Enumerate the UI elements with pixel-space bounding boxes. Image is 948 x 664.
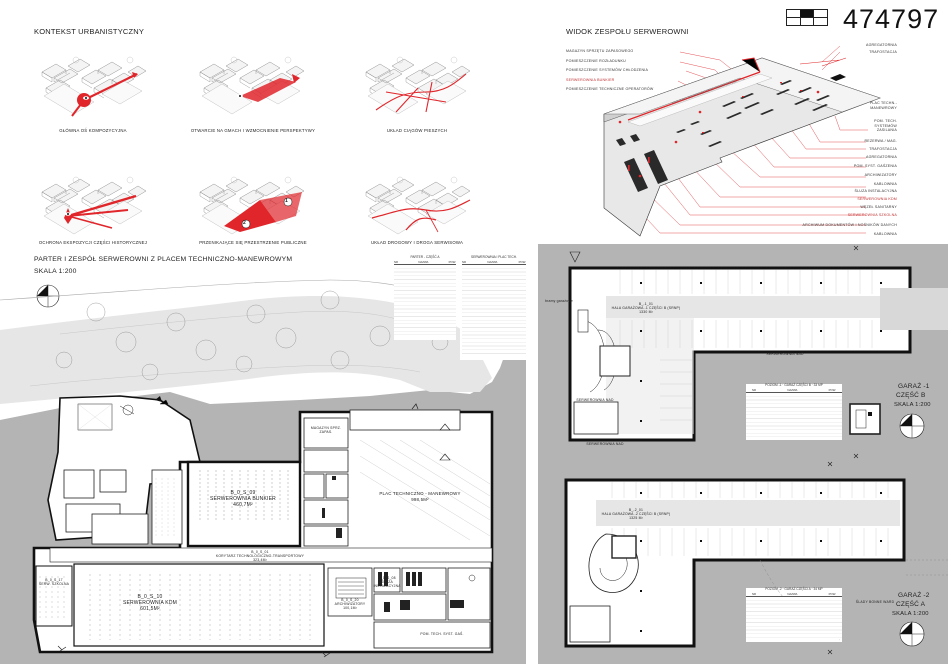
axon-label-transformer-2: TRAFOSTACJA (869, 147, 897, 151)
room-corridor-name: KORYTARZ TECHNOLOGICZNO-TRANSPORTOWY (215, 554, 305, 558)
garage1-table-title: POZIOM -1 · GARAŻ CZĘŚCI B · 33 MP (765, 383, 823, 387)
caption-pedestrian: UKŁAD CIĄGÓW PIESZYCH (386, 128, 448, 133)
room-sluice-name: ŚLUZA INSTALACYJNA (373, 580, 401, 589)
garage2-hall-area: 1325 m² (629, 516, 643, 520)
axon-label-aggregator-1: AGREGATORNIA (865, 43, 897, 47)
caption-opening: OTWARCIE NA GMACH I WZMOCNIENIE PERSPEKT… (190, 128, 316, 133)
marker-2: 2 (243, 220, 246, 226)
garage1-scale: SKALA 1:200 (894, 402, 931, 408)
garage2-part: CZĘŚĆ A (896, 601, 926, 608)
garage1-side-label: bramy garażowe (545, 299, 573, 303)
table-b-col-name: NAZWA (487, 259, 498, 264)
garage2-hall-name: HALA GARAŻOWA -2 CZĘŚCI B (SRNP) (601, 512, 671, 516)
axon-label-kdm: SERWEROWNIA KDM (857, 197, 897, 201)
garage1-table-rows (746, 393, 842, 438)
axon-label-spare-store: MAGAZYN SPRZĘTU ZAPASOWEGO (566, 49, 634, 53)
room-plac-name: PLAC TECHNICZNO - MANEWROWY (379, 491, 461, 496)
axon-label-school: SERWEROWNIA SZKOLNA (847, 213, 897, 217)
axon-label-extinguishing: POM. SYST. GAŚZENIA (853, 164, 897, 168)
garage2-hall-id: B_-2_01 (628, 508, 644, 512)
garage1-label-server-above-1: SERWEROWNIA NAD (766, 352, 804, 356)
garage1-hall-area: 1330 m² (639, 310, 653, 314)
axon-label-cooling: POMIESZCZENIE SYSTEMÓW CHŁODZENIA (566, 68, 649, 72)
room-corridor-id: B_0_S_01 (251, 550, 269, 554)
table-a-col-name: NAZWA (418, 259, 429, 264)
ground-plan-scale: SKALA 1:200 (34, 268, 77, 275)
garage2-table-col-area: POW. (828, 591, 836, 596)
caption-public-spaces: PRZENIKAJĄCE SIĘ PRZESTRZENIE PUBLICZNE (199, 240, 307, 245)
room-plac-area: 998,5m² (411, 497, 429, 502)
axon-title: WIDOK ZESPOŁU SERWEROWNI (566, 27, 689, 36)
garage1-table-col-area: POW. (828, 387, 836, 392)
caption-road: UKŁAD DROGOWY I DROGA SERWISOWA (370, 240, 464, 245)
room-spare-store-name: MAGAZYN SPRZ. ZAPAS. (310, 426, 342, 435)
garage2-side-label: ŚLADY BONNE WARD (855, 600, 895, 604)
table-part-b: SERWEROWNIA I PLAC TECH. NR NAZWA POW. (462, 255, 526, 358)
room-bunker-id: B_0_S_09 (230, 490, 256, 496)
table-a-col-area: POW. (448, 259, 456, 264)
axon-label-sluice: ŚLUZA INSTALACYJNA (854, 189, 897, 193)
marker-1: 1 (285, 198, 288, 204)
room-archivers-area: 100,1m² (343, 606, 357, 610)
caption-main-axis: GŁÓWNA OŚ KOMPOZYCYJNA (59, 128, 127, 133)
axon-label-cables-2: KABLOWNIA (873, 232, 897, 236)
table-a-rows (394, 265, 456, 336)
room-kdm-id: B_0_S_10 (137, 594, 163, 600)
axon-label-plac: PLAC TECHN.-MANEWROWY (869, 101, 897, 110)
room-corridor-area: 323,4m² (253, 558, 267, 562)
axon-label-transformer-1: TRAFOSTACJA (869, 50, 897, 54)
room-kdm-name: SERWEROWNIA KDM (122, 600, 178, 606)
table-b-col-nr: NR (462, 259, 467, 264)
garage2-title: GARAŻ -2 (898, 592, 930, 599)
garage2-table-rows (746, 597, 842, 640)
garage1-table-col-nr: NR (752, 387, 757, 392)
caption-historic: OCHRONA EKSPOZYCJI CZĘŚCI HISTORYCZNEJ (38, 240, 148, 245)
garage2-table: POZIOM -2 · GARAŻ CZĘŚCI A · 34 MP NR NA… (746, 587, 842, 640)
garage2-scale: SKALA 1:200 (892, 611, 929, 617)
axon-label-aggregator-2: AGREGATORNIA (865, 155, 897, 159)
room-bunker-name: SERWEROWNIA BUNKIER (210, 496, 276, 502)
room-school-id: B_0_S_17 (45, 578, 63, 582)
context-title: KONTEKST URBANISTYCZNY (34, 27, 145, 36)
ground-plan-title: PARTER i ZESPÓŁ SERWEROWNI Z PLACEM TECH… (34, 256, 293, 263)
axon-label-unloading: POMIESZCZENIE ROZŁADUNKU (566, 59, 626, 63)
garage2-table-col-name: NAZWA (787, 591, 798, 596)
garage2-table-col-nr: NR (752, 591, 757, 596)
garage1-part: CZĘŚĆ B (896, 392, 926, 399)
garage1-label-server-above-2: SERWEROWNIA NAD (576, 398, 614, 402)
garage1-title: GARAŻ -1 (898, 383, 930, 390)
axon-label-power: POM. TECH. SYSTEMÓW ZASILANIA (874, 119, 897, 133)
room-archivers-id: B_0_S_20 (341, 598, 359, 602)
garage1-table: POZIOM -1 · GARAŻ CZĘŚCI B · 33 MP NR NA… (746, 383, 842, 438)
room-archivers-name: ARCHIWIZATORY (334, 602, 366, 606)
entry-code: 474797 (843, 4, 940, 34)
room-school-name: SERW. SZKOLNA (38, 582, 70, 586)
axon-label-archive: ARCHIWUM DOKUMENTÓW I NOŚNIKÓW DANYCH (802, 223, 897, 227)
table-a-col-nr: NR (394, 259, 399, 264)
axon-label-operators: POMIESZCZENIE TECHNICZNE OPERATORÓW (566, 87, 654, 91)
table-part-a-title: PARTER - CZĘŚĆ A (410, 255, 440, 259)
room-bunker-area: 460,7m² (233, 502, 253, 508)
code-box (786, 9, 828, 26)
axon-label-sanitary: WĘZEŁ SANITARNY (860, 205, 897, 209)
room-extinguishing-name: POM. TECH. SYST. GAŚ. (420, 632, 464, 636)
table-part-a: PARTER - CZĘŚĆ A NR NAZWA POW. (394, 255, 456, 336)
table-part-b-title: SERWEROWNIA I PLAC TECH. (471, 255, 517, 259)
garage1-hall-id: B_-1_01 (638, 302, 654, 306)
garage1-hall-name: HALA GARAŻOWA -1 CZĘŚCI B (SRNP) (611, 306, 681, 310)
axon-label-bunker: SERWEROWNIA BUNKIER (566, 78, 615, 82)
table-b-col-area: POW. (518, 259, 526, 264)
room-kdm-area: 601,5m² (140, 606, 160, 612)
axon-slab-label: KORYTARZ TECHNOLOGICZNO-TRANSPORTOWY (672, 79, 739, 105)
room-sluice-id: B_0_S_08 (378, 576, 396, 580)
garage1-label-server-above-3: SERWEROWNIA NAD (586, 442, 624, 446)
table-b-rows (462, 265, 526, 358)
garage1-table-col-name: NAZWA (787, 387, 798, 392)
axon-label-reserve: REZERWA / MAG. (864, 139, 897, 143)
axon-label-archivers: ARCHIWIZATORY (864, 173, 897, 177)
garage2-table-title: POZIOM -2 · GARAŻ CZĘŚCI A · 34 MP (765, 587, 823, 591)
axon-label-cables-1: KABLOWNIA (873, 182, 897, 186)
